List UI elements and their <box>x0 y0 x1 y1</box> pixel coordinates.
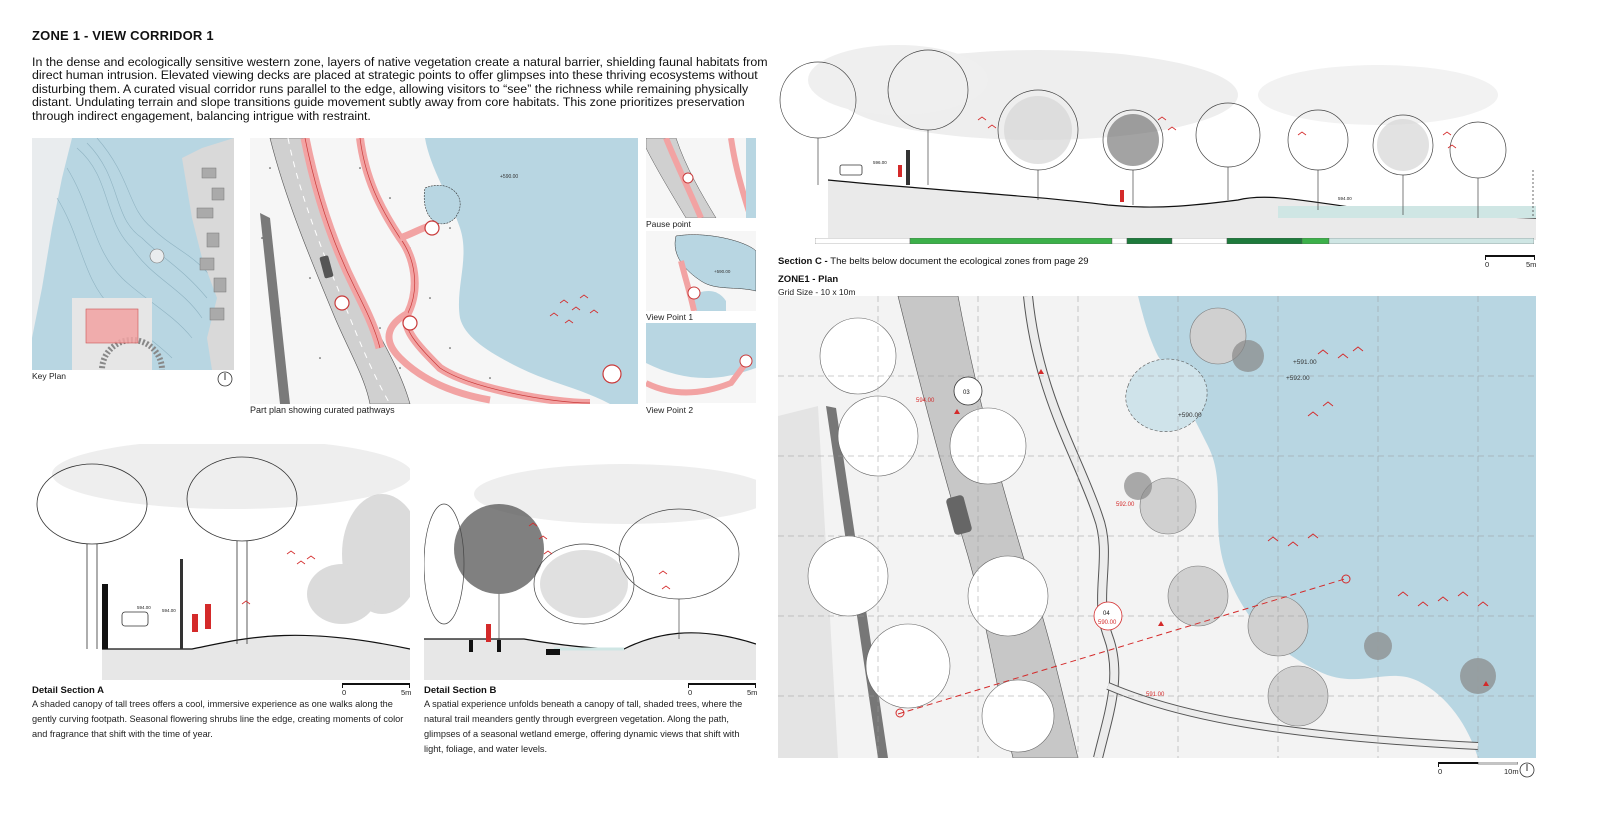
ecological-belt-segment <box>1171 238 1228 244</box>
detail-section-a-drawing: 594.00 594.00 <box>32 444 410 680</box>
view-point-1-caption: View Point 1 <box>646 312 694 322</box>
key-plan-image <box>32 138 234 370</box>
zone-plan-scale-end: 10m <box>1504 767 1519 776</box>
ecological-belt-segment <box>1126 238 1173 244</box>
ecological-belt-segment <box>909 238 1113 244</box>
north-arrow-icon <box>1519 762 1535 778</box>
ecological-belt-segment <box>815 238 911 244</box>
detail-a-scale-end: 5m <box>401 688 412 697</box>
detail-b-text: A spatial experience unfolds beneath a c… <box>424 699 743 754</box>
point-label-04: 04 <box>1103 611 1110 617</box>
part-plan-caption: Part plan showing curated pathways <box>250 405 395 415</box>
plan-level-2: +592.00 <box>1286 375 1310 382</box>
zone-plan-grid: Grid Size - 10 x 10m <box>778 287 856 297</box>
zone-plan-image: 04 03 +591.00 +592.00 +590.00 594.00 592… <box>778 296 1536 758</box>
section-c-desc: The belts below document the ecological … <box>830 256 1089 267</box>
page-title: ZONE 1 - VIEW CORRIDOR 1 <box>32 28 214 43</box>
pause-point-image <box>646 138 756 218</box>
detail-b-scale-0: 0 <box>688 688 693 697</box>
section-c-scale-0: 0 <box>1485 260 1490 269</box>
pause-point-caption: Pause point <box>646 219 691 229</box>
ecological-belts <box>815 238 1534 244</box>
view-point-1-level: +590.00 <box>714 269 731 274</box>
view-point-2-image <box>646 323 756 403</box>
part-plan-image: +590.00 <box>250 138 638 404</box>
section-c-road-level: 596.00 <box>873 160 887 165</box>
detail-a-path-level: 594.00 <box>162 608 176 613</box>
key-plan-caption: Key Plan <box>32 371 67 381</box>
section-c-drawing: 596.00 594.00 <box>778 40 1536 240</box>
ecological-belt-segment <box>1111 238 1128 244</box>
detail-a-road-level: 594.00 <box>137 605 151 610</box>
plan-level-1: +591.00 <box>1293 359 1317 366</box>
zone-plan-scale-0: 0 <box>1438 767 1443 776</box>
section-c-scale-bar: 0 5m <box>1485 255 1536 269</box>
zone-plan-scale-bar: 0 10m <box>1438 762 1519 776</box>
detail-b-title: Detail Section B <box>424 685 497 696</box>
section-c-caption: Section C - The belts below document the… <box>778 256 1089 267</box>
detail-b-scale-end: 5m <box>747 688 758 697</box>
section-c-label: Section C - <box>778 256 831 267</box>
plan-red-level-2: 592.00 <box>1116 502 1135 508</box>
ecological-belt-segment <box>1301 238 1330 244</box>
detail-a-scale-bar: 0 5m <box>342 683 411 697</box>
section-c-scale-end: 5m <box>1526 260 1537 269</box>
section-c-path-level: 594.00 <box>1338 196 1352 201</box>
view-point-1-image: +590.00 <box>646 231 756 311</box>
north-arrow-icon <box>217 371 233 387</box>
point-label-03: 03 <box>963 390 970 396</box>
detail-b-scale-bar: 0 5m <box>688 683 757 697</box>
plan-level-3: +590.00 <box>1178 412 1202 419</box>
svg-text:+590.00: +590.00 <box>500 174 518 180</box>
detail-a-text: A shaded canopy of tall trees offers a c… <box>32 699 404 739</box>
plan-red-level-4: 591.00 <box>1146 692 1165 698</box>
plan-red-level-3: 590.00 <box>1098 620 1117 626</box>
ecological-belt-segment <box>1226 238 1303 244</box>
ecological-belt-segment <box>1328 238 1534 244</box>
view-point-2-caption: View Point 2 <box>646 405 694 415</box>
detail-section-b-drawing <box>424 464 756 680</box>
zone-plan-title: ZONE1 - Plan <box>778 274 839 285</box>
detail-a-scale-0: 0 <box>342 688 347 697</box>
plan-red-level-1: 594.00 <box>916 398 935 404</box>
detail-a-title: Detail Section A <box>32 685 104 696</box>
intro-paragraph: In the dense and ecologically sensitive … <box>32 55 768 123</box>
